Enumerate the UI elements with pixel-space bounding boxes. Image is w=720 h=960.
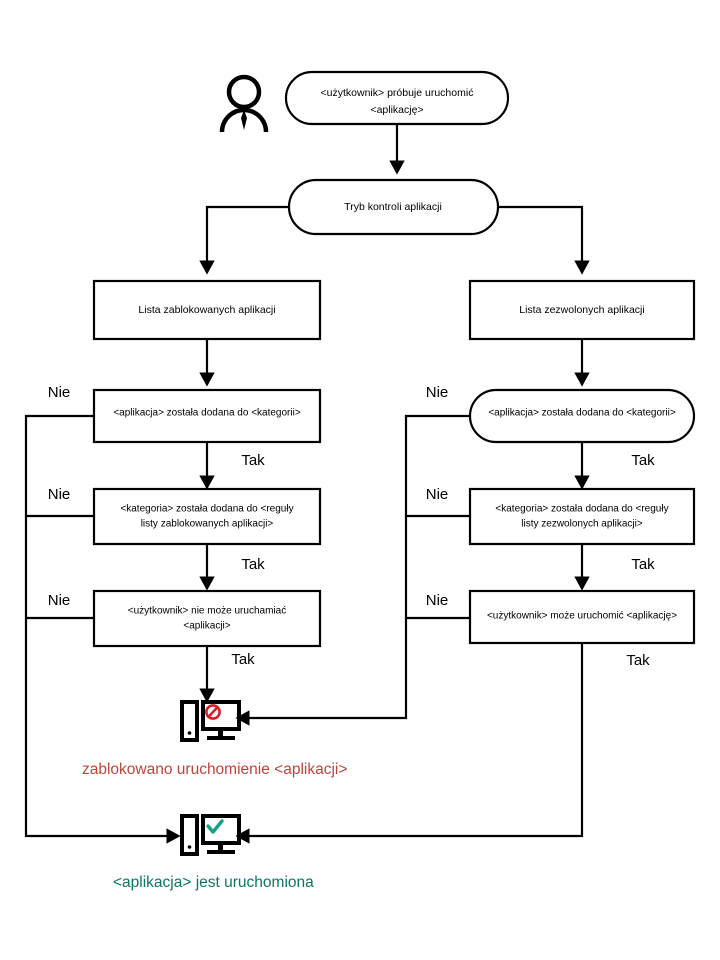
node-deny-category-rule: <kategoria> została dodana do <reguły li… bbox=[92, 487, 322, 546]
node-deny-user: <użytkownik> nie może uruchamiać <aplika… bbox=[92, 589, 322, 648]
node-allow-category-rule-line1: <kategoria> została dodana do <reguły bbox=[495, 504, 668, 515]
edge-label-tak-left-2: Tak bbox=[241, 556, 265, 573]
node-allowlist: Lista zezwolonych aplikacji bbox=[468, 279, 696, 341]
node-allow-app-category-line1: <aplikacja> została dodana do <kategorii… bbox=[488, 408, 676, 419]
node-allow-category-rule-line2: listy zezwolonych aplikacji> bbox=[521, 519, 643, 530]
node-deny-user-line2: <aplikacji> bbox=[183, 621, 230, 632]
person-icon bbox=[219, 74, 269, 133]
node-mode: Tryb kontroli aplikacji bbox=[287, 178, 500, 236]
edge-mode-to-allowlist bbox=[498, 205, 590, 275]
edge-label-nie-left-2: Nie bbox=[48, 486, 71, 503]
blocked-caption: zablokowano uruchomienie <aplikacji> bbox=[82, 761, 347, 778]
edge-label-nie-left-3: Nie bbox=[48, 592, 71, 609]
monitor-blocked-icon bbox=[180, 700, 241, 742]
node-deny-user-line1: <użytkownik> nie może uruchamiać bbox=[128, 606, 286, 617]
edge-left-nie-rail bbox=[24, 414, 181, 844]
node-denylist: Lista zablokowanych aplikacji bbox=[92, 279, 322, 341]
node-deny-category-rule-line2: listy zablokowanych aplikacji> bbox=[141, 519, 274, 530]
node-mode-line1: Tryb kontroli aplikacji bbox=[344, 201, 442, 213]
node-allowlist-line1: Lista zezwolonych aplikacji bbox=[519, 304, 644, 316]
node-allow-app-category: <aplikacja> została dodana do <kategorii… bbox=[468, 388, 696, 444]
node-denylist-line1: Lista zablokowanych aplikacji bbox=[138, 304, 275, 316]
node-allow-user-line1: <użytkownik> może uruchomić <aplikację> bbox=[487, 611, 677, 622]
node-start-line2: <aplikację> bbox=[370, 104, 423, 116]
edge-label-nie-right-1: Nie bbox=[426, 384, 449, 401]
node-deny-app-category-line1: <aplikacja> została dodana do <kategorii… bbox=[113, 408, 301, 419]
node-allow-category-rule: <kategoria> została dodana do <reguły li… bbox=[468, 487, 696, 546]
edge-mode-to-denylist bbox=[199, 205, 289, 275]
edge-right-nie-rail bbox=[235, 414, 470, 726]
node-start: <użytkownik> próbuje uruchomić <aplikacj… bbox=[284, 70, 510, 126]
edge-label-tak-right-3: Tak bbox=[626, 652, 650, 669]
allowed-caption: <aplikacja> jest uruchomiona bbox=[113, 874, 314, 891]
edge-label-nie-left-1: Nie bbox=[48, 384, 71, 401]
edge-label-nie-right-2: Nie bbox=[426, 486, 449, 503]
node-allow-user: <użytkownik> może uruchomić <aplikację> bbox=[468, 589, 696, 645]
edge-label-tak-right-2: Tak bbox=[631, 556, 655, 573]
node-deny-app-category: <aplikacja> została dodana do <kategorii… bbox=[92, 388, 322, 444]
edge-label-nie-right-3: Nie bbox=[426, 592, 449, 609]
edge-allow-user-to-allowed bbox=[235, 643, 584, 844]
node-start-line1: <użytkownik> próbuje uruchomić bbox=[321, 87, 474, 99]
node-deny-category-rule-line1: <kategoria> została dodana do <reguły bbox=[120, 504, 293, 515]
edge-label-tak-left-3: Tak bbox=[231, 651, 255, 668]
edge-label-tak-left-1: Tak bbox=[241, 452, 265, 469]
monitor-allowed-icon bbox=[180, 814, 241, 856]
edge-label-tak-right-1: Tak bbox=[631, 452, 655, 469]
